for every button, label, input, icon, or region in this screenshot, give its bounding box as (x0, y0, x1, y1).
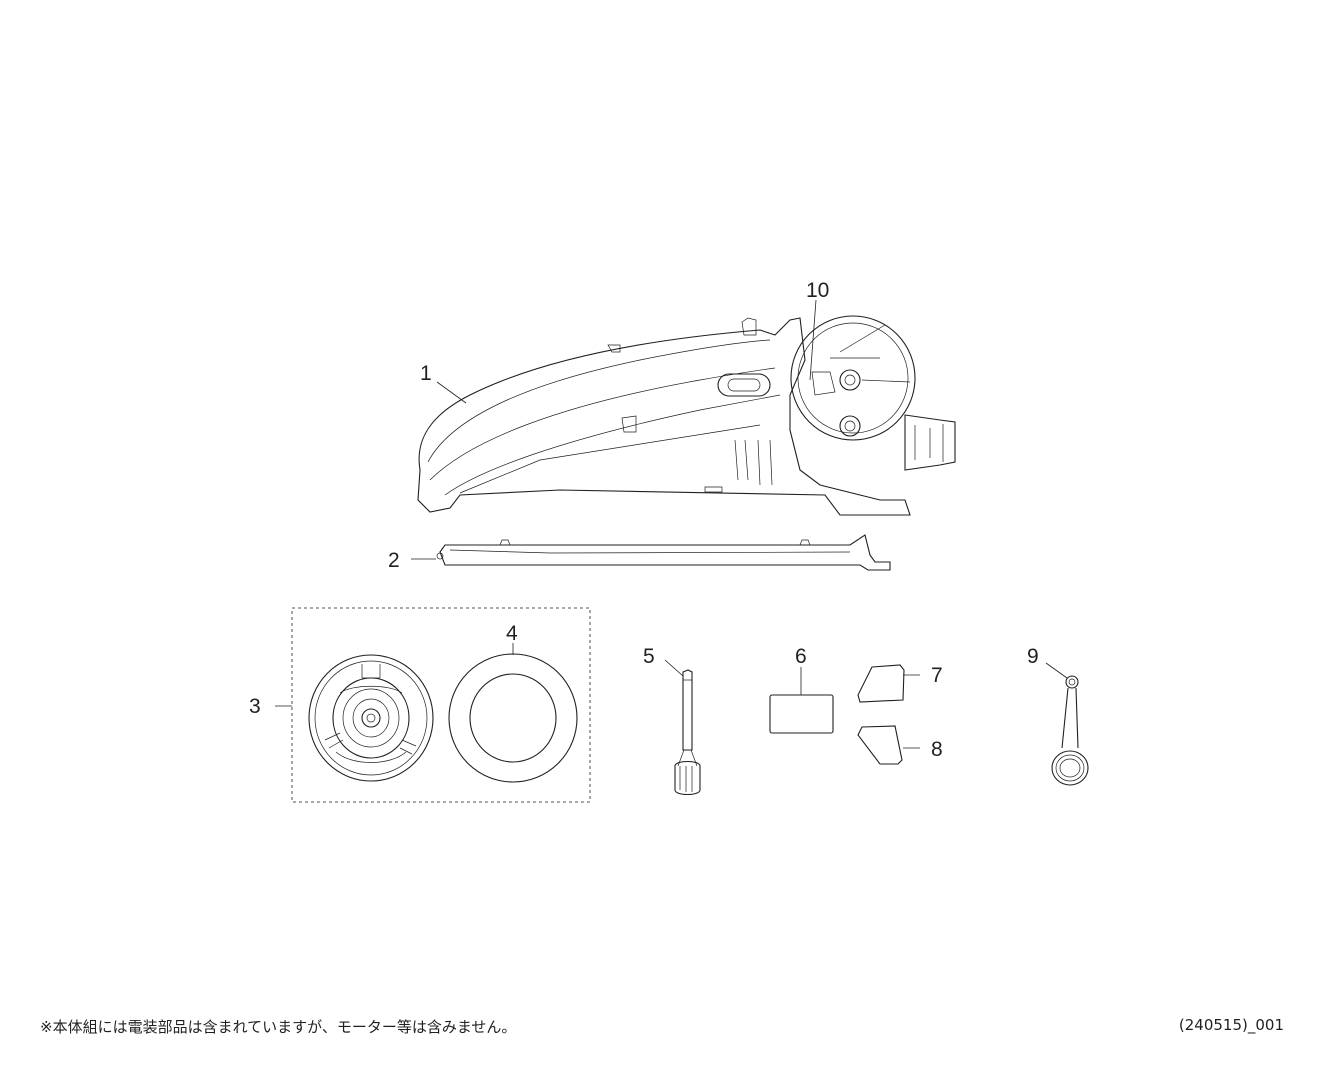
part-5-screw (674, 669, 701, 796)
callout-7: 7 (931, 664, 943, 687)
part-9-spring-clip (1051, 675, 1089, 786)
callout-4: 4 (506, 622, 518, 645)
part-8-pad (857, 725, 903, 765)
callout-3: 3 (249, 695, 261, 718)
callout-6: 6 (795, 645, 807, 668)
part-2-base-plate (436, 534, 891, 571)
document-code: (240515)_001 (1178, 1016, 1284, 1034)
callout-1: 1 (420, 362, 432, 385)
callout-8: 8 (931, 738, 943, 761)
callout-2: 2 (388, 549, 400, 572)
footer-note: ※本体組には電装部品は含まれていますが、モーター等は含みません。 (40, 1018, 517, 1036)
part-6-label-plate (769, 694, 834, 734)
callout-5: 5 (643, 645, 655, 668)
callout-numbers: 1 2 3 4 5 6 7 8 9 10 (249, 279, 1039, 761)
part-4-ring-gasket (448, 653, 578, 783)
part-1-main-body (417, 315, 956, 516)
leader-lines (275, 299, 1068, 749)
part-7-pad (857, 664, 905, 703)
part-3-round-cap (308, 654, 434, 782)
callout-9: 9 (1027, 645, 1039, 668)
callout-10: 10 (806, 279, 829, 302)
